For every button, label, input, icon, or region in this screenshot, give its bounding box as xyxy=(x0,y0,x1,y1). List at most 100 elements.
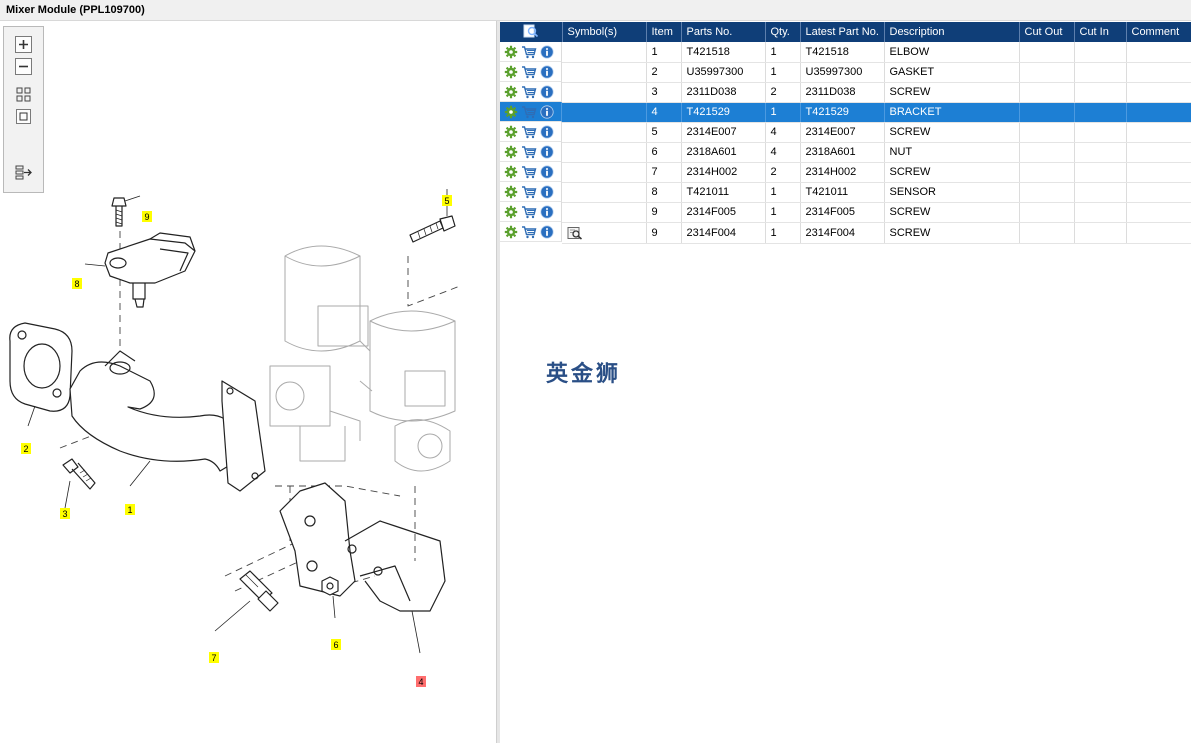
column-header-parts-no[interactable]: Parts No. xyxy=(681,22,766,42)
gear-icon[interactable] xyxy=(504,125,518,139)
gear-icon[interactable] xyxy=(504,205,518,219)
callout-3[interactable]: 3 xyxy=(60,508,70,519)
zoom-in-icon[interactable] xyxy=(14,35,33,54)
gear-icon[interactable] xyxy=(504,145,518,159)
gear-icon[interactable] xyxy=(504,225,518,239)
gear-icon[interactable] xyxy=(504,45,518,59)
row-actions xyxy=(500,82,562,102)
view-drawing-icon[interactable] xyxy=(567,226,583,240)
column-header-description[interactable]: Description xyxy=(884,22,1020,42)
cart-icon[interactable] xyxy=(521,205,537,219)
callout-8[interactable]: 8 xyxy=(72,278,82,289)
callout-2[interactable]: 2 xyxy=(21,443,31,454)
symbol-cell[interactable] xyxy=(562,222,647,244)
cart-icon[interactable] xyxy=(521,145,537,159)
callout-9[interactable]: 9 xyxy=(142,211,152,222)
column-header-latest-part-no[interactable]: Latest Part No. xyxy=(800,22,885,42)
cut-out-cell xyxy=(1019,102,1075,123)
info-icon[interactable] xyxy=(540,104,554,119)
column-header-qty[interactable]: Qty. xyxy=(765,22,801,42)
comment-cell xyxy=(1126,122,1191,143)
column-header-symbols[interactable]: Symbol(s) xyxy=(562,22,647,42)
description-cell: GASKET xyxy=(884,62,1020,83)
cut-out-cell xyxy=(1019,82,1075,103)
watermark: 英金狮 xyxy=(546,362,622,387)
item-cell: 6 xyxy=(646,142,682,163)
column-header-actions[interactable] xyxy=(500,22,563,42)
row-actions xyxy=(500,142,562,162)
qty-cell: 1 xyxy=(765,222,801,244)
column-header-item[interactable]: Item xyxy=(646,22,682,42)
gear-icon[interactable] xyxy=(504,185,518,199)
exploded-diagram[interactable]: 1 2 3 4 5 6 7 8 9 xyxy=(0,21,496,743)
gear-icon[interactable] xyxy=(504,65,518,79)
info-icon[interactable] xyxy=(540,124,554,139)
item-cell: 8 xyxy=(646,182,682,203)
cut-in-cell xyxy=(1074,42,1127,63)
cart-icon[interactable] xyxy=(521,125,537,139)
info-icon[interactable] xyxy=(540,224,554,239)
row-actions xyxy=(500,202,562,222)
callout-label: 8 xyxy=(74,279,79,289)
diagram-pane[interactable]: 1 2 3 4 5 6 7 8 9 xyxy=(0,21,496,743)
cut-out-cell xyxy=(1019,222,1075,244)
symbol-cell xyxy=(562,162,647,183)
gear-icon[interactable] xyxy=(504,85,518,99)
info-icon[interactable] xyxy=(540,44,554,59)
export-icon[interactable] xyxy=(14,163,33,182)
window-title: Mixer Module (PPL109700) xyxy=(0,0,1191,21)
pane-splitter[interactable] xyxy=(496,21,500,743)
part-no-cell: T421518 xyxy=(681,42,766,63)
actual-size-icon[interactable] xyxy=(14,107,33,126)
callout-label: 4 xyxy=(418,677,423,687)
cut-in-cell xyxy=(1074,202,1127,223)
column-header-cut-out[interactable]: Cut Out xyxy=(1019,22,1075,42)
symbol-cell xyxy=(562,142,647,163)
column-header-cut-in[interactable]: Cut In xyxy=(1074,22,1127,42)
callout-4[interactable]: 4 xyxy=(416,676,426,687)
info-icon[interactable] xyxy=(540,64,554,79)
cart-icon[interactable] xyxy=(521,225,537,239)
callout-5[interactable]: 5 xyxy=(442,195,452,206)
column-header-comment[interactable]: Comment xyxy=(1126,22,1191,42)
cart-icon[interactable] xyxy=(521,45,537,59)
latest-part-no-cell: T421518 xyxy=(800,42,885,63)
cart-icon[interactable] xyxy=(521,165,537,179)
cut-in-cell xyxy=(1074,122,1127,143)
callout-7[interactable]: 7 xyxy=(209,652,219,663)
row-actions xyxy=(500,62,562,82)
info-icon[interactable] xyxy=(540,204,554,219)
comment-cell xyxy=(1126,42,1191,63)
callout-label: 6 xyxy=(333,640,338,650)
cart-icon[interactable] xyxy=(521,185,537,199)
cut-in-cell xyxy=(1074,62,1127,83)
gear-icon[interactable] xyxy=(504,165,518,179)
item-cell: 5 xyxy=(646,122,682,143)
symbol-cell xyxy=(562,202,647,223)
comment-cell xyxy=(1126,62,1191,83)
info-icon[interactable] xyxy=(540,184,554,199)
callout-1[interactable]: 1 xyxy=(125,504,135,515)
fit-all-icon[interactable] xyxy=(14,85,33,104)
cart-icon[interactable] xyxy=(521,65,537,79)
info-icon[interactable] xyxy=(540,144,554,159)
zoom-out-icon[interactable] xyxy=(14,57,33,76)
info-icon[interactable] xyxy=(540,84,554,99)
gear-icon[interactable] xyxy=(504,105,518,119)
search-parts-icon[interactable] xyxy=(523,24,539,41)
cart-icon[interactable] xyxy=(521,85,537,99)
cart-icon[interactable] xyxy=(521,105,537,119)
info-icon[interactable] xyxy=(540,164,554,179)
cut-out-cell xyxy=(1019,202,1075,223)
callout-6[interactable]: 6 xyxy=(331,639,341,650)
